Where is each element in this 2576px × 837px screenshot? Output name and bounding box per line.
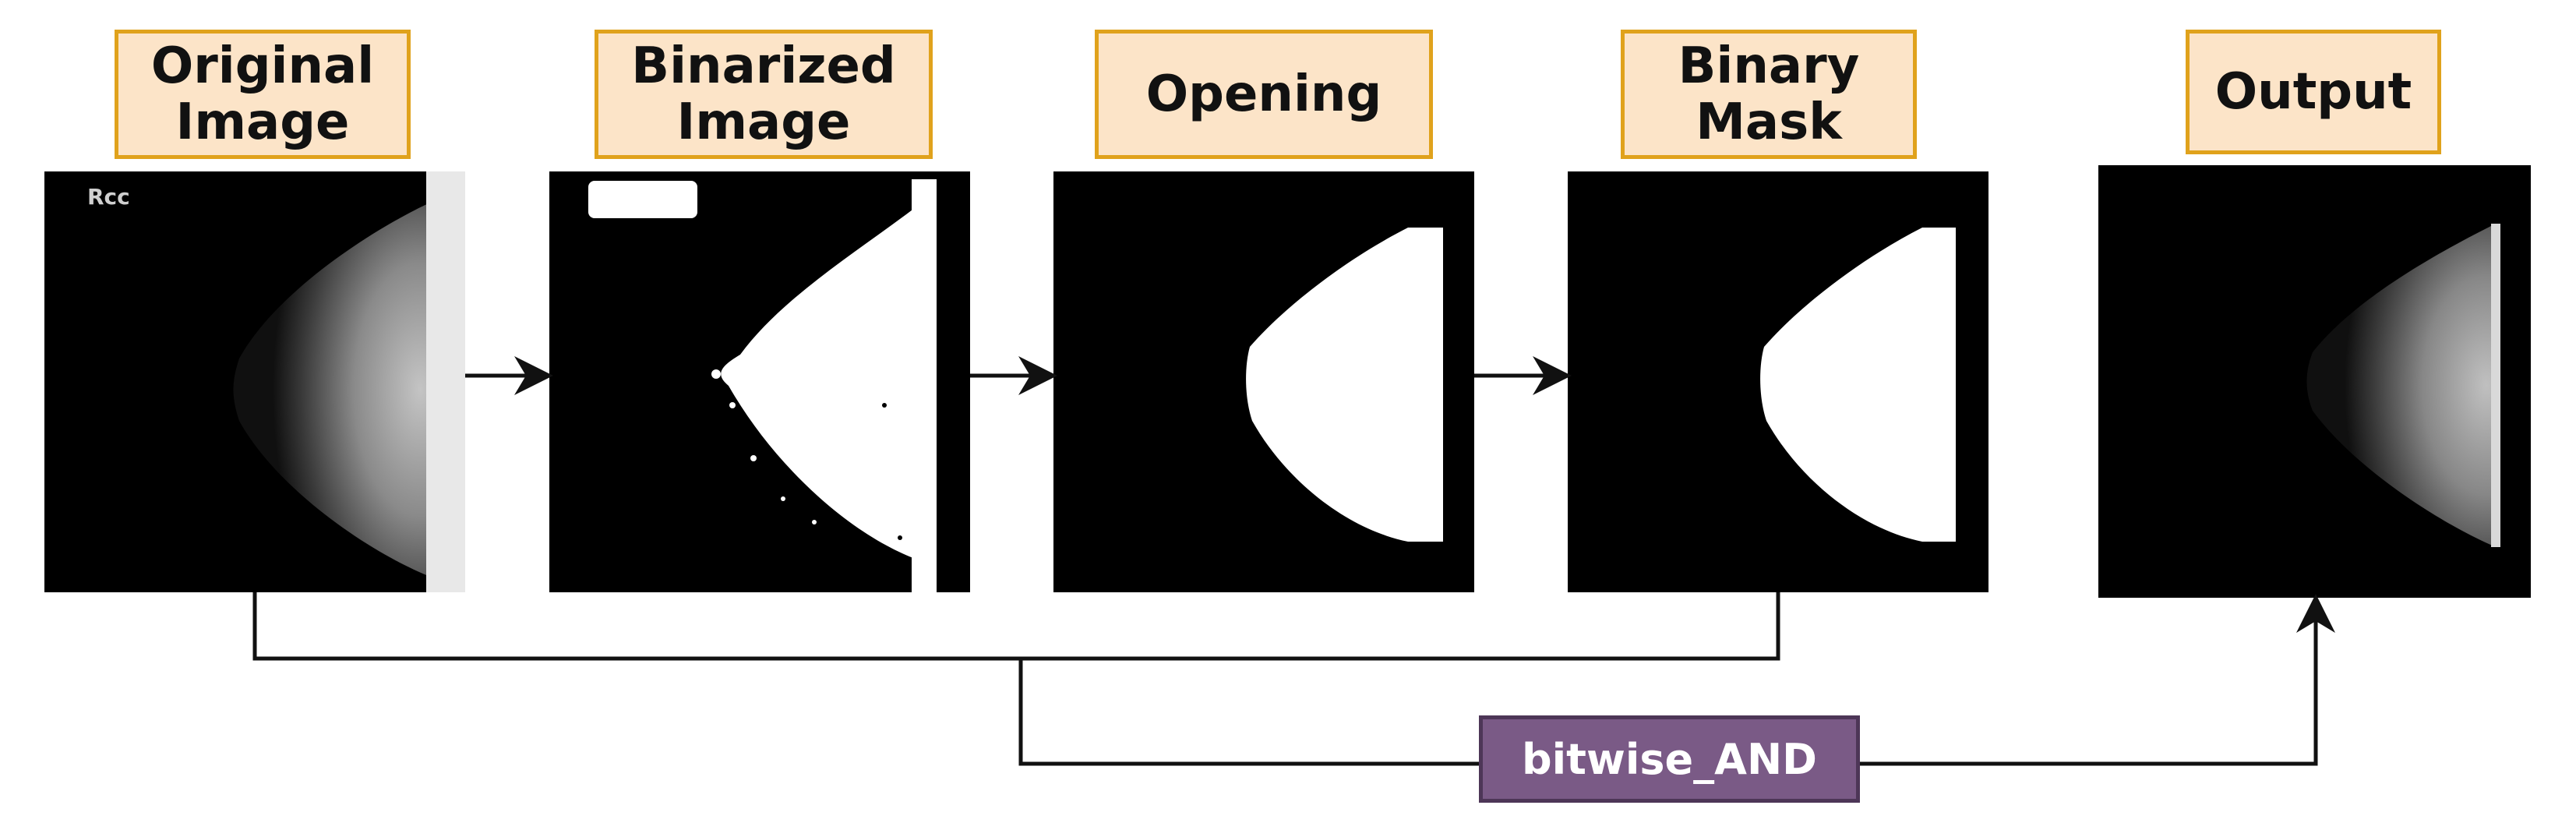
label-opening: Opening <box>1095 30 1433 159</box>
original-image-marker: Rcc <box>87 184 130 210</box>
label-binarized-image: Binarized Image <box>595 30 933 159</box>
label-output: Output <box>2186 30 2441 154</box>
output-image-panel <box>2098 165 2531 598</box>
opening-mask <box>1246 228 1443 542</box>
binary-mask-shape <box>1760 228 1956 542</box>
bitwise-and-box: bitwise_AND <box>1479 715 1860 803</box>
line-bus-to-operation <box>1018 659 1480 766</box>
label-original-image: Original Image <box>115 30 411 159</box>
binarized-image-panel <box>549 171 970 592</box>
original-image-panel: Rcc <box>44 171 465 592</box>
original-mammogram: Rcc <box>87 171 465 592</box>
binary-mask-panel <box>1568 171 1988 592</box>
arrow-operation-to-output <box>1858 594 2335 766</box>
label-binary-mask: Binary Mask <box>1621 30 1917 159</box>
line-original-and-mask-bus <box>252 592 1780 661</box>
output-mammogram <box>2306 224 2500 547</box>
binarized-mask <box>588 179 937 592</box>
opening-panel <box>1053 171 1474 592</box>
